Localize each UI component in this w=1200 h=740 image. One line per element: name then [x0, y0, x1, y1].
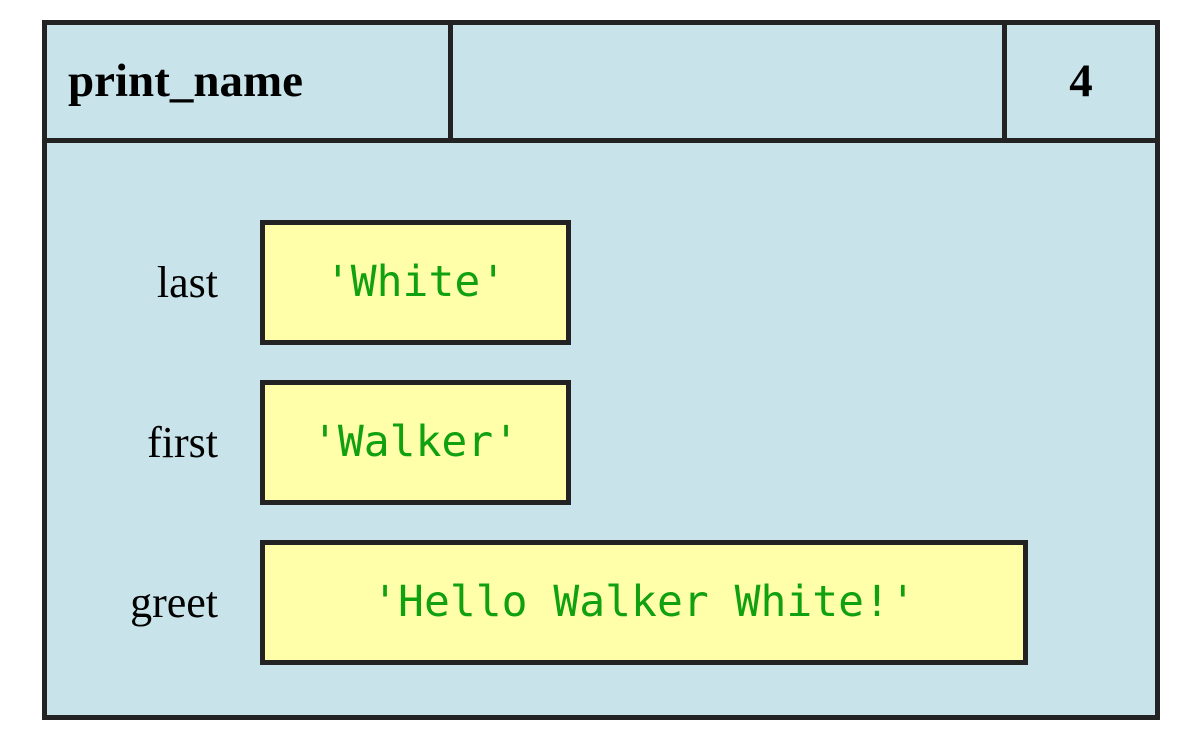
- variable-value-box: 'White': [260, 220, 571, 345]
- variable-value: 'Walker': [311, 417, 520, 467]
- frame-variable-list: last 'White' first 'Walker' greet 'Hello…: [47, 143, 1155, 715]
- variable-value-box: 'Hello Walker White!': [260, 540, 1028, 665]
- variable-row: greet 'Hello Walker White!': [47, 540, 1028, 665]
- frame-counter-box: 4: [1002, 25, 1155, 143]
- frame-name-box: print_name: [47, 25, 453, 143]
- variable-label: first: [147, 417, 218, 467]
- call-frame-diagram: print_name 4 last 'White' first 'Walker'…: [42, 20, 1160, 720]
- variable-row: first 'Walker': [47, 380, 571, 505]
- frame-counter-label: 4: [1069, 55, 1093, 107]
- variable-value: 'White': [324, 257, 507, 307]
- variable-value-box: 'Walker': [260, 380, 571, 505]
- variable-label: last: [156, 257, 218, 307]
- variable-value: 'Hello Walker White!': [372, 577, 916, 627]
- frame-name-label: print_name: [68, 55, 303, 107]
- variable-label: greet: [130, 577, 218, 627]
- variable-row: last 'White': [47, 220, 571, 345]
- frame-header: print_name 4: [47, 25, 1155, 143]
- frame-header-divider: [453, 138, 1002, 143]
